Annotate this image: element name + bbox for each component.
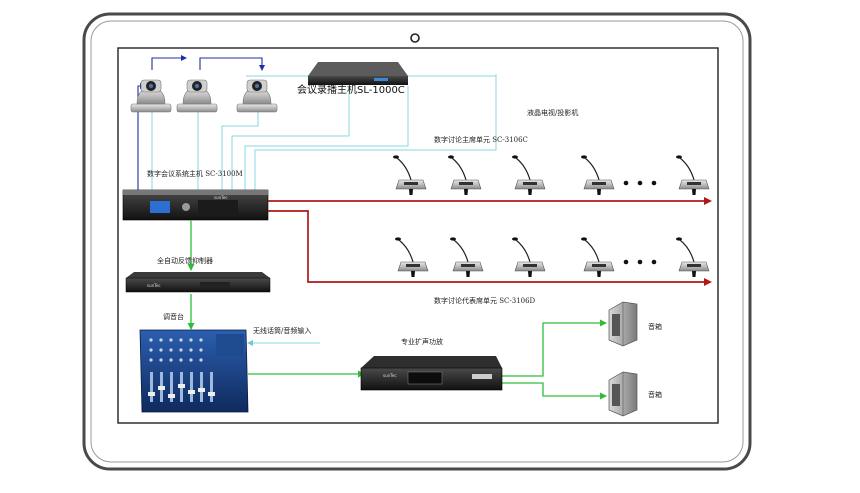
ellipsis-dots	[623, 180, 657, 186]
lcd-label: 液晶电视/投影机	[527, 109, 579, 117]
host-label: 数字会议系统主机 SC-3100M	[147, 170, 243, 178]
camera-lens-icon	[410, 33, 420, 43]
audio-lines	[187, 220, 607, 400]
amp-label: 专业扩声功放	[401, 338, 443, 346]
recorder-device	[308, 62, 408, 85]
mixer-device	[139, 329, 249, 413]
host-device	[122, 189, 269, 221]
chair-unit-label: 数字讨论主席单元 SC-3106C	[434, 136, 528, 144]
feedback-label: 全自动反馈抑制器	[157, 257, 213, 265]
speaker-label-bottom: 音箱	[648, 391, 662, 399]
recorder-label: 会议录播主机SL-1000C	[297, 85, 405, 96]
feedback-suppressor-device	[125, 272, 271, 293]
speaker-label-top: 音箱	[648, 323, 662, 331]
feedback-brand: sunTec	[147, 283, 161, 288]
amp-brand: sunTec	[383, 373, 397, 378]
ellipsis-dots	[623, 259, 657, 265]
wireless-label: 无线话筒/音频输入	[253, 327, 312, 335]
video-lines	[151, 74, 497, 190]
speaker-cabinet-icon	[608, 371, 638, 417]
delegate-unit-label: 数字讨论代表席单元 SC-3106D	[434, 297, 536, 305]
host-brand: sunTec	[214, 195, 228, 200]
amplifier-device	[360, 356, 503, 391]
mixer-label: 调音台	[163, 313, 184, 321]
digital-bus-lines	[268, 197, 712, 286]
speaker-cabinet-icon	[608, 301, 638, 347]
